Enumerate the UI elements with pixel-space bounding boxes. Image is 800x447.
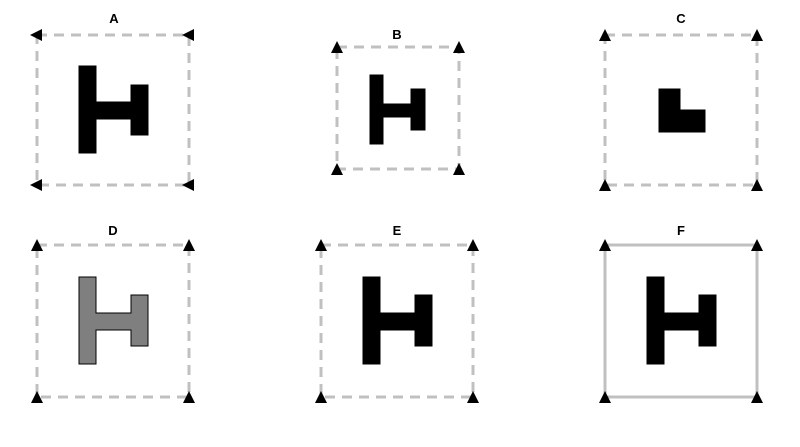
panel-f (599, 239, 763, 403)
panel-b-bottom-right-triangle-icon (453, 163, 465, 175)
panel-b (331, 41, 465, 175)
panel-d-bottom-left-triangle-icon (31, 391, 43, 403)
panel-f-top-left-triangle-icon (599, 239, 611, 251)
panel-b-h-shape (369, 74, 426, 145)
panel-c-l-shape (658, 88, 706, 133)
panel-f-bottom-right-triangle-icon (751, 391, 763, 403)
panel-f-frame (603, 243, 759, 399)
panel-a-frame (35, 33, 191, 187)
panel-d-frame (35, 243, 191, 399)
panel-a-bottom-left-triangle-icon (30, 179, 42, 191)
panel-f-h-shape (646, 276, 717, 365)
panel-label-f: F (677, 223, 685, 238)
panel-b-frame (335, 45, 461, 171)
panel-d-top-right-triangle-icon (183, 239, 195, 251)
panel-c-frame (603, 33, 759, 187)
panel-label-c: C (676, 11, 686, 26)
panel-c-bottom-left-triangle-icon (599, 179, 611, 191)
panel-b-bottom-left-triangle-icon (331, 163, 343, 175)
panel-d (31, 239, 195, 403)
panel-e-bottom-left-triangle-icon (315, 391, 327, 403)
panel-f-top-right-triangle-icon (751, 239, 763, 251)
panel-e-top-right-triangle-icon (467, 239, 479, 251)
panel-c-bottom-right-triangle-icon (751, 179, 763, 191)
panel-label-e: E (392, 223, 402, 238)
panel-b-top-left-triangle-icon (331, 41, 343, 53)
panel-d-bottom-right-triangle-icon (183, 391, 195, 403)
panel-label-d: D (108, 223, 118, 238)
panel-a-top-left-triangle-icon (30, 29, 42, 41)
panel-b-top-right-triangle-icon (453, 41, 465, 53)
panel-d-top-left-triangle-icon (31, 239, 43, 251)
panel-e-frame (319, 243, 475, 399)
panel-e-bottom-right-triangle-icon (467, 391, 479, 403)
panel-a (30, 29, 194, 191)
panel-a-h-shape (78, 65, 149, 154)
panel-a-top-right-triangle-icon (182, 29, 194, 41)
panel-c (599, 29, 763, 191)
panel-f-bottom-left-triangle-icon (599, 391, 611, 403)
panel-e-top-left-triangle-icon (315, 239, 327, 251)
panel-d-h-shape (78, 276, 149, 365)
panel-a-bottom-right-triangle-icon (182, 179, 194, 191)
panel-label-a: A (109, 11, 119, 26)
panel-c-top-left-triangle-icon (599, 29, 611, 41)
panel-e-h-shape (362, 276, 433, 365)
panel-c-top-right-triangle-icon (751, 29, 763, 41)
panel-e (315, 239, 479, 403)
panel-label-b: B (392, 27, 402, 42)
